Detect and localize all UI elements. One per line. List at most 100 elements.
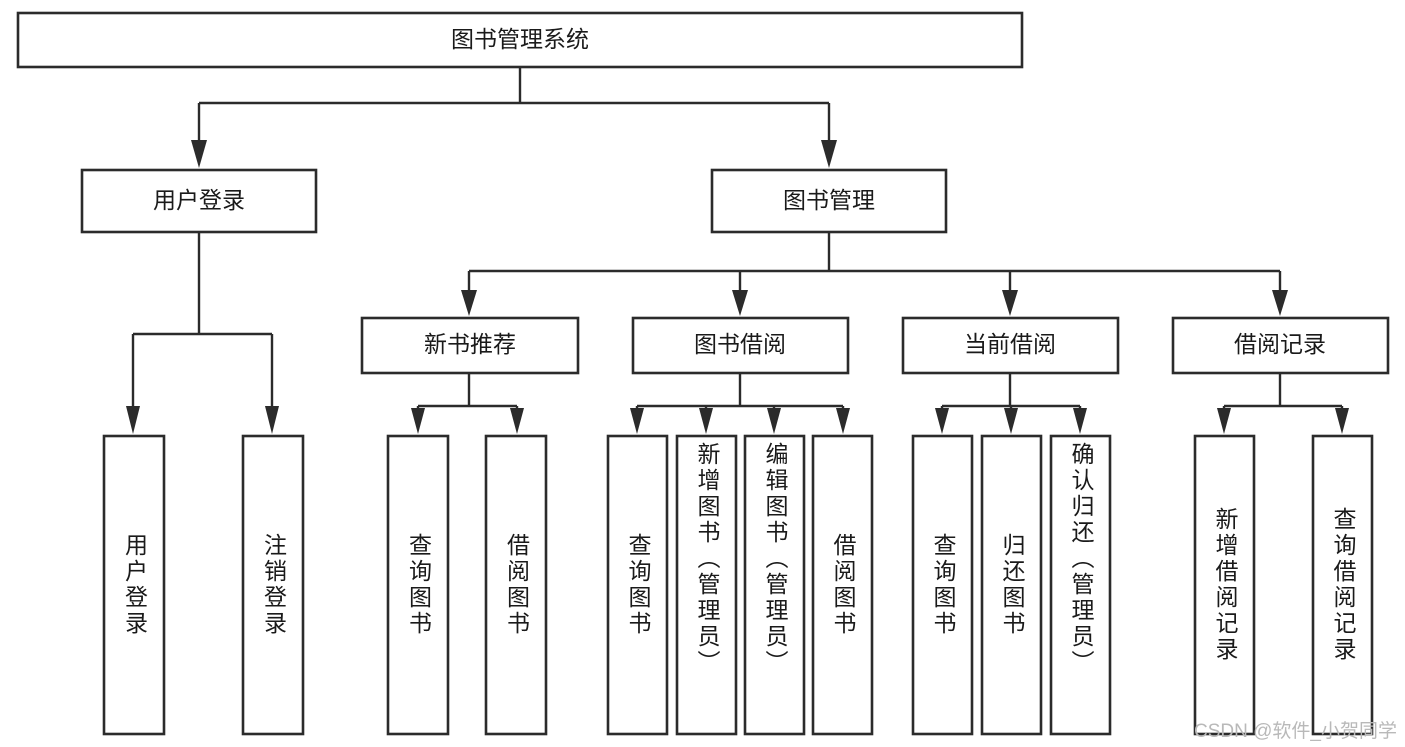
node-leaf-borrow-book-1-label: 借阅图书 [503,533,530,637]
node-leaf-logout-box [241,434,305,736]
node-leaf-query-book-1-label-wrap: 查询图书 [405,533,432,637]
node-leaf-borrow-book-2[interactable]: 借阅图书 [811,434,874,736]
edge-group-current-borrow-to-leaves [935,373,1087,434]
node-leaf-add-borrow-record-box [1193,434,1256,736]
arrowhead-borrow-record [1272,290,1288,316]
node-leaf-borrow-book-2-label: 借阅图书 [830,533,856,637]
node-leaf-query-book-2-box [606,434,669,736]
node-leaf-edit-book-box [743,434,806,736]
node-root-label: 图书管理系统 [451,26,589,52]
node-book-manage-label: 图书管理 [783,187,875,213]
node-leaf-edit-book[interactable]: 编辑图书（管理员） [743,434,806,736]
arrowhead-book-borrow [732,290,748,316]
edge-group-book-manage-to-level3 [461,232,1288,316]
arrowhead-leaf-query-book-1 [411,408,425,434]
node-borrow-record[interactable]: 借阅记录 [1171,316,1390,375]
node-leaf-user-login-label-wrap: 用户登录 [121,533,148,637]
node-leaf-return-book-label: 归还图书 [999,533,1025,637]
node-leaf-query-book-3-label: 查询图书 [930,533,956,637]
csdn-watermark: CSDN @软件_小贺同学 [1194,721,1397,742]
node-leaf-query-book-3[interactable]: 查询图书 [911,434,974,736]
node-leaf-user-login[interactable]: 用户登录 [102,434,166,736]
node-borrow-record-box [1171,316,1390,375]
node-user-login[interactable]: 用户登录 [80,168,318,234]
arrowhead-leaf-query-book-3 [935,408,949,434]
node-current-borrow[interactable]: 当前借阅 [901,316,1120,375]
node-book-manage-box [710,168,948,234]
node-leaf-query-borrow-record-label-wrap: 查询借阅记录 [1330,507,1356,663]
arrowhead-leaf-add-book [699,408,713,434]
node-new-book-recommend[interactable]: 新书推荐 [360,316,580,375]
node-book-borrow-box [631,316,850,375]
node-new-book-recommend-label: 新书推荐 [424,331,516,357]
node-leaf-query-book-2-label-wrap: 查询图书 [625,533,651,637]
node-leaf-borrow-book-1-box [484,434,548,736]
node-leaf-add-book-label-wrap: 新增图书（管理员） [694,442,720,676]
node-borrow-record-label: 借阅记录 [1234,331,1326,357]
node-leaf-add-book-label: 新增图书（管理员） [694,442,720,676]
node-leaf-edit-book-label: 编辑图书（管理员） [762,442,788,676]
node-current-borrow-label: 当前借阅 [964,331,1056,357]
arrowhead-leaf-edit-book [767,408,781,434]
arrowhead-leaf-borrow-book-2 [836,408,850,434]
node-book-borrow[interactable]: 图书借阅 [631,316,850,375]
arrowhead-leaf-query-book-2 [630,408,644,434]
arrowhead-user-login [191,140,207,168]
node-new-book-recommend-box [360,316,580,375]
arrowhead-leaf-return-book [1004,408,1018,434]
edge-group-user-login-to-leaves [126,232,279,434]
node-current-borrow-box [901,316,1120,375]
edge-group-book-borrow-to-leaves [630,373,850,434]
node-leaf-query-borrow-record-label: 查询借阅记录 [1330,507,1356,663]
arrowhead-leaf-user-login [126,406,140,434]
node-leaf-add-borrow-record[interactable]: 新增借阅记录 [1193,434,1256,736]
node-leaf-edit-book-label-wrap: 编辑图书（管理员） [762,442,788,676]
node-leaf-query-book-1-label: 查询图书 [405,533,432,637]
node-leaf-add-book[interactable]: 新增图书（管理员） [675,434,738,736]
node-leaf-return-book[interactable]: 归还图书 [980,434,1043,736]
node-book-manage[interactable]: 图书管理 [710,168,948,234]
arrowhead-current-borrow [1002,290,1018,316]
arrowhead-leaf-add-borrow-record [1217,408,1231,434]
node-leaf-confirm-return-label-wrap: 确认归还（管理员） [1068,442,1094,676]
node-leaf-user-login-label: 用户登录 [121,533,148,637]
node-leaf-query-borrow-record[interactable]: 查询借阅记录 [1311,434,1374,736]
node-leaf-query-borrow-record-box [1311,434,1374,736]
node-leaf-borrow-book-2-label-wrap: 借阅图书 [830,533,856,637]
edge-group-borrow-record-to-leaves [1217,373,1349,434]
node-leaf-confirm-return-label: 确认归还（管理员） [1068,442,1094,676]
node-leaf-borrow-book-1[interactable]: 借阅图书 [484,434,548,736]
arrowhead-leaf-query-borrow-record [1335,408,1349,434]
edge-group-root-to-level2 [191,67,837,168]
node-leaf-return-book-label-wrap: 归还图书 [999,533,1025,637]
arrowhead-book-manage [821,140,837,168]
node-leaf-query-book-2[interactable]: 查询图书 [606,434,669,736]
node-leaf-add-borrow-record-label-wrap: 新增借阅记录 [1212,507,1238,663]
node-leaf-logout-label: 注销登录 [260,533,287,637]
node-leaf-borrow-book-2-box [811,434,874,736]
node-leaf-query-book-1[interactable]: 查询图书 [386,434,450,736]
node-root-system[interactable]: 图书管理系统 [16,11,1024,69]
node-leaf-query-book-3-label-wrap: 查询图书 [930,533,956,637]
node-leaf-logout-label-wrap: 注销登录 [260,533,287,637]
node-leaf-logout[interactable]: 注销登录 [241,434,305,736]
edge-group-new-book-recommend-to-leaves [411,373,524,434]
node-leaf-add-borrow-record-label: 新增借阅记录 [1212,507,1238,663]
node-leaf-query-book-2-label: 查询图书 [625,533,651,637]
arrowhead-new-book-recommend [461,290,477,316]
arrowhead-leaf-logout [265,406,279,434]
arrowhead-leaf-borrow-book-1 [510,408,524,434]
node-leaf-return-book-box [980,434,1043,736]
node-book-borrow-label: 图书借阅 [694,331,786,357]
node-leaf-confirm-return-box [1049,434,1112,736]
node-leaf-query-book-3-box [911,434,974,736]
node-leaf-confirm-return[interactable]: 确认归还（管理员） [1049,434,1112,736]
node-root-box [16,11,1024,69]
node-leaf-user-login-box [102,434,166,736]
node-leaf-add-book-box [675,434,738,736]
node-leaf-query-book-1-box [386,434,450,736]
arrowhead-leaf-confirm-return [1073,408,1087,434]
node-leaf-borrow-book-1-label-wrap: 借阅图书 [503,533,530,637]
node-user-login-label: 用户登录 [153,187,245,213]
